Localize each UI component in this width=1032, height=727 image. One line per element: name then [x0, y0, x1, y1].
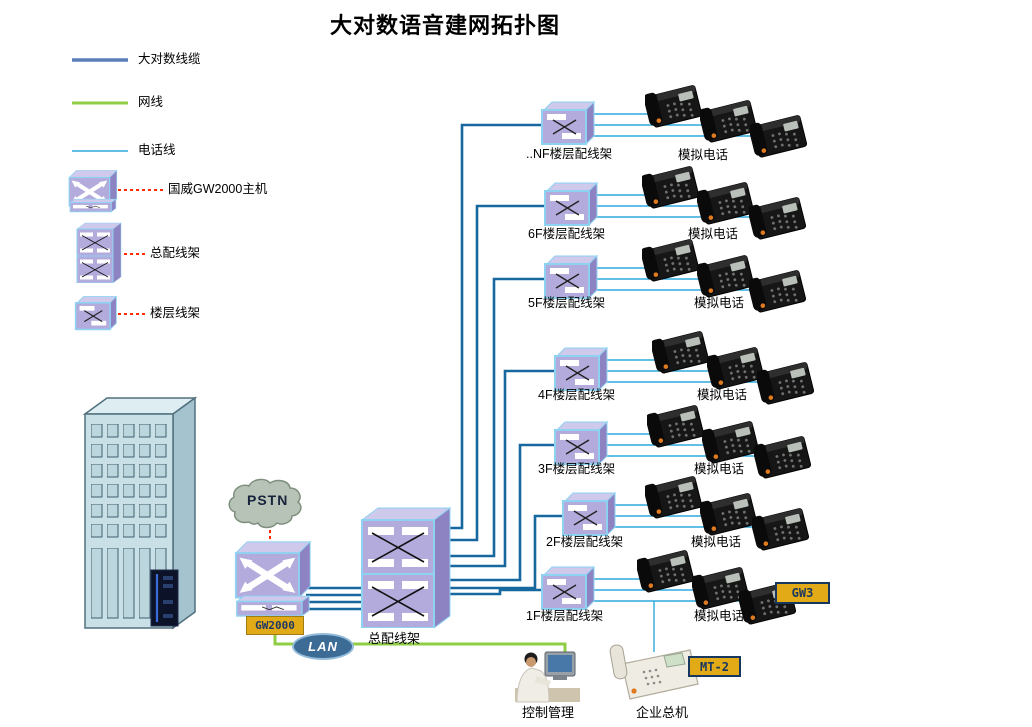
- lan-node: LAN: [292, 633, 354, 660]
- floor-label-1f: 1F楼层配线架: [526, 609, 604, 623]
- phones-label-4f: 模拟电话: [697, 388, 748, 402]
- legend-label-phoneline: 电话线: [138, 143, 176, 157]
- legend-label-mainframe: 总配线架: [150, 246, 201, 260]
- floor-label-4f: 4F楼层配线架: [538, 388, 616, 402]
- gw3-tag: GW3: [775, 582, 830, 604]
- gw2000-host-panel-icon: [69, 198, 117, 213]
- floor-label-5f: 5F楼层配线架: [528, 296, 606, 310]
- legend-callout-dotted-lines: [118, 189, 166, 315]
- main-distribution-frame: [361, 507, 451, 628]
- phones-label-5f: 模拟电话: [694, 296, 745, 310]
- phones-label-6f: 模拟电话: [688, 227, 739, 241]
- floor-frame-icon: [74, 295, 118, 331]
- pstn-label: PSTN: [247, 492, 289, 508]
- page-title: 大对数语音建网拓扑图: [330, 13, 561, 38]
- switchboard-phone-icon: [609, 644, 699, 700]
- phones-label-nf: 模拟电话: [678, 148, 729, 162]
- main-frame-label: 总配线架: [368, 631, 421, 646]
- building-icon: [82, 396, 198, 630]
- legend-label-trunk: 大对数线缆: [138, 52, 201, 66]
- main-distribution-frame-icon: [76, 222, 122, 283]
- floor-label-2f: 2F楼层配线架: [546, 535, 624, 549]
- server-cabinet-icon: [150, 569, 179, 627]
- control-label: 控制管理: [522, 705, 575, 720]
- floor-frame-3f: [554, 421, 608, 465]
- floor-frame-6f: [544, 182, 598, 226]
- floor-frame-1f: [541, 566, 595, 610]
- gw2000-tag: GW2000: [246, 616, 304, 635]
- mt2-tag: MT-2: [688, 656, 741, 677]
- phones-label-3f: 模拟电话: [694, 462, 745, 476]
- floor-label-nf: ..NF楼层配线架: [526, 147, 613, 161]
- lan-label: LAN: [308, 639, 338, 654]
- phones-label-1f: 模拟电话: [694, 609, 745, 623]
- floor-frame-4f: [554, 347, 608, 391]
- phones-label-2f: 模拟电话: [691, 535, 742, 549]
- floor-frame-2f: [562, 492, 616, 536]
- floor-frame-nf: [541, 101, 595, 145]
- gw2000-switch: [236, 542, 310, 598]
- lan-network-line: [273, 634, 567, 658]
- floor-label-6f: 6F楼层配线架: [528, 227, 606, 241]
- pstn-cloud: [228, 478, 302, 529]
- floor-label-3f: 3F楼层配线架: [538, 462, 616, 476]
- switchboard-label: 企业总机: [636, 705, 689, 720]
- legend-label-gw2000host: 国威GW2000主机: [168, 182, 268, 196]
- legend-label-network: 网线: [138, 95, 164, 109]
- operator-icon: [515, 651, 580, 703]
- gw2000-line-panel: [236, 595, 310, 617]
- floor-frame-5f: [544, 255, 598, 299]
- legend-label-floorframe: 楼层线架: [150, 306, 201, 320]
